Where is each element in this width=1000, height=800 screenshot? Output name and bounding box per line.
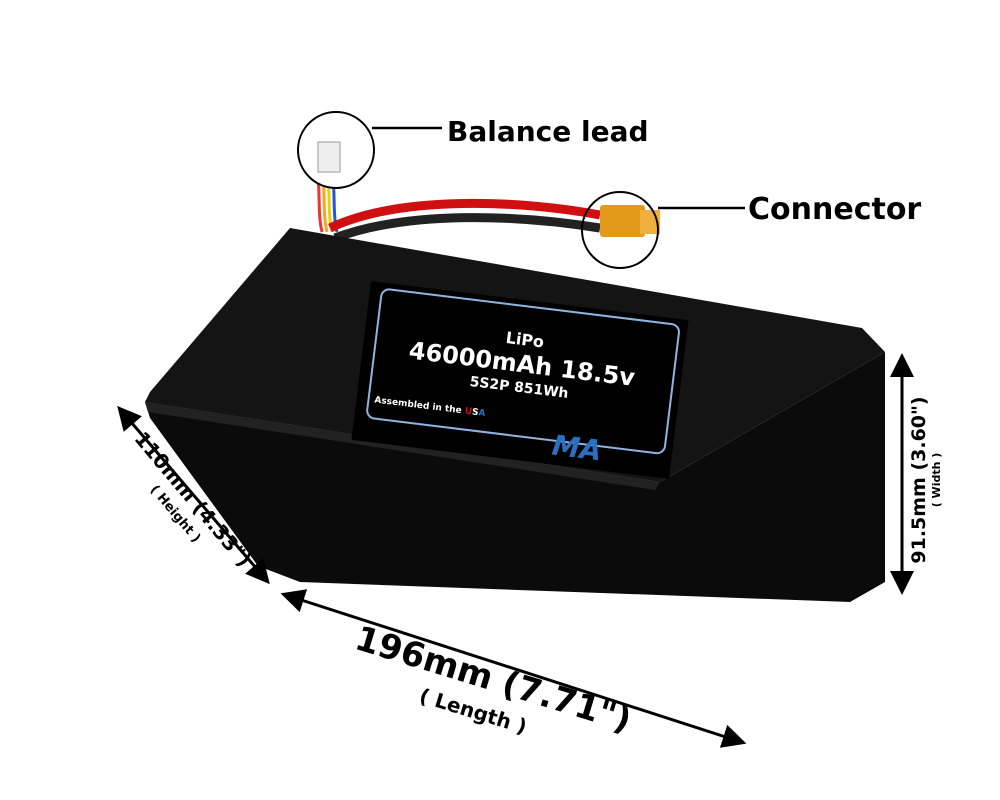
label-chemistry: LiPo (505, 328, 545, 352)
width-note: ( Width ) (930, 453, 943, 508)
battery-label: LiPo 46000mAh 18.5v 5S2P 851Wh Assembled… (351, 281, 689, 479)
main-wire-red (328, 198, 601, 233)
connector-callout-circle (581, 191, 659, 269)
xt-connector (600, 205, 660, 237)
brand-logo: MA (550, 429, 603, 468)
battery-front-face (145, 352, 885, 602)
connector-label: Connector (748, 192, 921, 227)
balance-lead-label: Balance lead (447, 115, 649, 148)
main-wire-black (333, 213, 601, 243)
width-dimension: 91.5mm (3.60") (908, 396, 930, 563)
height-arrow (117, 405, 270, 585)
length-arrow (280, 589, 747, 748)
